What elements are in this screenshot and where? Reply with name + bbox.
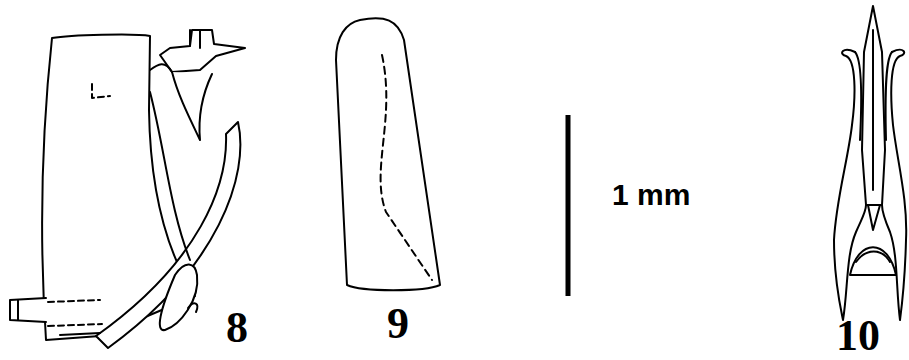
ventral-view-figure <box>834 6 906 320</box>
scale-label: 1 mm <box>612 180 690 210</box>
lateral-view-figure <box>10 30 245 348</box>
figure-number: 9 <box>387 302 409 346</box>
figure-number: 8 <box>226 306 248 350</box>
plate-figure <box>336 18 440 290</box>
figure-number: 10 <box>836 314 880 358</box>
scale-bar <box>566 115 571 296</box>
